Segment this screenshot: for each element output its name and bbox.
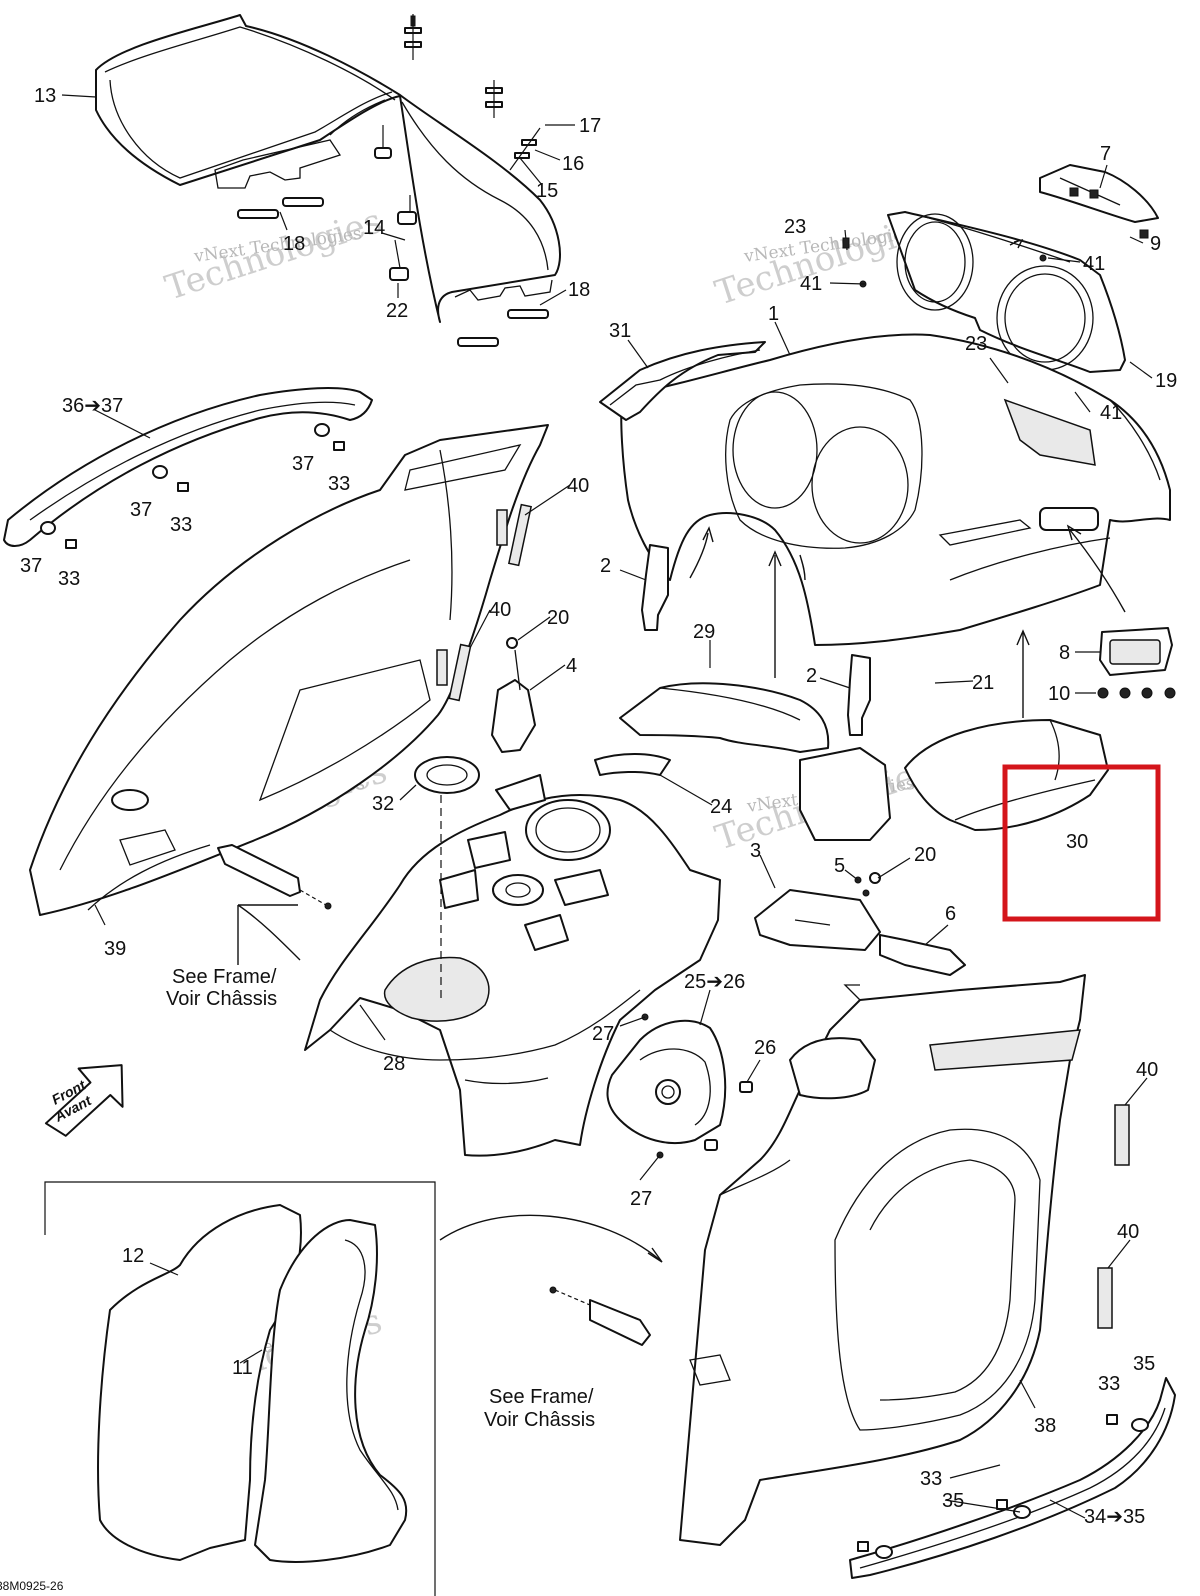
label-31: 31 — [609, 320, 631, 342]
label-33b: 33 — [170, 514, 192, 536]
label-26: 26 — [754, 1037, 776, 1059]
part-25-housing — [606, 1013, 753, 1159]
label-37b: 37 — [130, 499, 152, 521]
label-12: 12 — [122, 1245, 144, 1267]
label-32: 32 — [372, 793, 394, 815]
label-23b: 23 — [965, 333, 987, 355]
label-36-37: 36➔37 — [62, 395, 123, 417]
label-13: 13 — [34, 85, 56, 107]
label-2b: 2 — [806, 665, 817, 687]
label-33e: 33 — [920, 1468, 942, 1490]
part-13-windshield — [95, 14, 561, 323]
part-7-trim — [1039, 164, 1159, 239]
label-7: 7 — [1100, 143, 1111, 165]
fasteners-33-35 — [857, 1414, 1149, 1559]
label-38: 38 — [1034, 1415, 1056, 1437]
windshield-fasteners — [237, 14, 549, 347]
label-21: 21 — [972, 672, 994, 694]
part-1-console-cover — [620, 333, 1171, 646]
inset-box — [44, 1181, 436, 1596]
label-29: 29 — [693, 621, 715, 643]
label-37a: 37 — [292, 453, 314, 475]
part-6-bracket — [854, 872, 966, 976]
label-20b: 20 — [914, 844, 936, 866]
label-14: 14 — [363, 217, 385, 239]
label-2a: 2 — [600, 555, 611, 577]
label-40a: 40 — [567, 475, 589, 497]
label-20a: 20 — [547, 607, 569, 629]
label-40c: 40 — [1136, 1059, 1158, 1081]
label-35b: 35 — [942, 1490, 964, 1512]
label-33c: 33 — [58, 568, 80, 590]
label-39: 39 — [104, 938, 126, 960]
part-38-right-side-panel — [679, 974, 1086, 1546]
label-23a: 23 — [784, 216, 806, 238]
label-17: 17 — [579, 115, 601, 137]
part-28-tunnel-panel — [304, 774, 721, 1157]
see-frame-note-2-line2: Voir Châssis — [484, 1409, 595, 1431]
part-19-gauge-bezel — [887, 211, 1126, 373]
label-6: 6 — [945, 903, 956, 925]
label-25-26: 25➔26 — [684, 971, 745, 993]
part-8-vent — [1097, 627, 1176, 699]
label-1: 1 — [768, 303, 779, 325]
part-3-bracket — [754, 889, 881, 951]
see-frame-note-1-line2: Voir Châssis — [166, 988, 277, 1010]
label-33d: 33 — [1098, 1373, 1120, 1395]
label-37c: 37 — [20, 555, 42, 577]
label-18a: 18 — [283, 233, 305, 255]
part-39-screw — [217, 844, 332, 910]
label-10: 10 — [1048, 683, 1070, 705]
label-16: 16 — [562, 153, 584, 175]
label-41a: 41 — [1083, 253, 1105, 275]
label-27a: 27 — [592, 1023, 614, 1045]
label-41c: 41 — [1100, 402, 1122, 424]
part-32-ring — [414, 756, 480, 794]
label-28: 28 — [383, 1053, 405, 1075]
see-frame-notes: See Frame/ Voir Châssis See Frame/ Voir … — [166, 966, 595, 1431]
label-35a: 35 — [1133, 1353, 1155, 1375]
highlight-box-part-30 — [1002, 764, 1161, 922]
part-38-screw — [549, 1286, 651, 1346]
label-15: 15 — [536, 180, 558, 202]
label-3: 3 — [750, 840, 761, 862]
label-27b: 27 — [630, 1188, 652, 1210]
label-40b: 40 — [489, 599, 511, 621]
leader-lines — [61, 94, 1153, 1519]
label-41b: 41 — [800, 273, 822, 295]
label-33a: 33 — [328, 473, 350, 495]
label-24: 24 — [710, 796, 732, 818]
label-11: 11 — [232, 1357, 253, 1379]
drawing-code: 38M0925-26 — [0, 1579, 64, 1593]
see-frame-note-1-line1: See Frame/ — [172, 966, 277, 988]
assembly-arrows — [237, 238, 1126, 1263]
label-19: 19 — [1155, 370, 1177, 392]
fasteners-37-33 — [40, 423, 345, 549]
part-40-strips — [448, 503, 1130, 1329]
label-5: 5 — [834, 855, 845, 877]
part-2-clips — [641, 544, 871, 736]
label-40d: 40 — [1117, 1221, 1139, 1243]
front-badge: Front Avant — [44, 1064, 124, 1137]
label-30: 30 — [1066, 831, 1088, 853]
part-labels: 13 17 16 15 14 18 18 22 7 9 23 41 41 23 … — [20, 85, 1177, 1528]
label-34-35: 34➔35 — [1084, 1506, 1145, 1528]
part-29-trim — [619, 682, 891, 841]
label-8: 8 — [1059, 642, 1070, 664]
part-31-panel — [599, 341, 766, 421]
label-9: 9 — [1150, 233, 1161, 255]
label-4: 4 — [566, 655, 577, 677]
part-4-bracket — [491, 637, 536, 753]
label-18b: 18 — [568, 279, 590, 301]
label-22: 22 — [386, 300, 408, 322]
part-24-clip — [594, 753, 671, 776]
see-frame-note-2-line1: See Frame/ — [489, 1386, 594, 1408]
part-39-left-side-panel — [29, 424, 549, 916]
